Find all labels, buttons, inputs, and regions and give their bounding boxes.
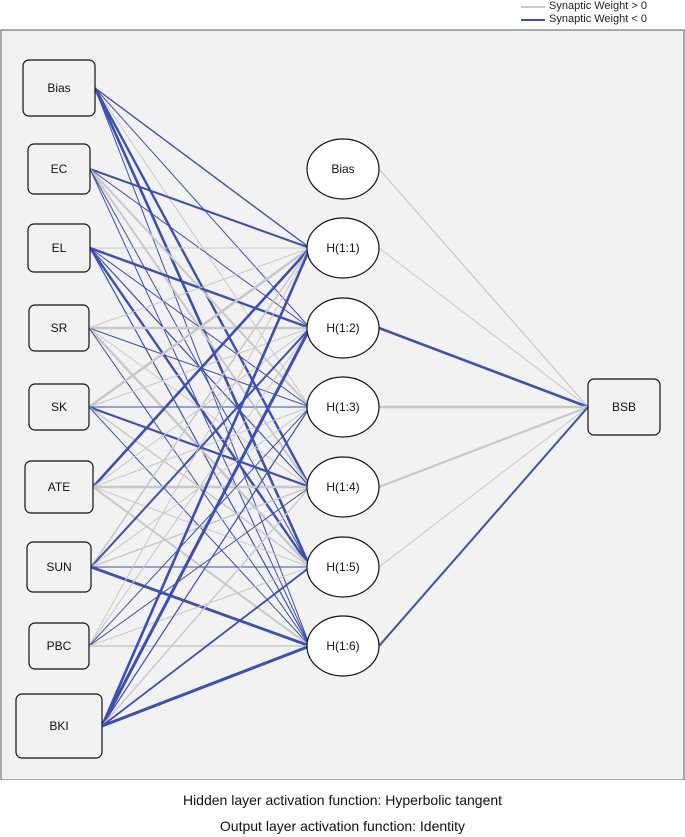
weight-edge-pbc-h-1-2 <box>88 327 311 647</box>
hidden-node-h-1-2-shape <box>306 297 380 359</box>
legend-positive: Synaptic Weight > 0 <box>521 0 681 13</box>
weight-edge-pbc-h-1-4 <box>88 486 311 647</box>
input-node-sk-shape <box>28 383 90 431</box>
hidden-node-h-1-5-shape <box>306 536 380 598</box>
hidden-node-h-1-2: H(1:2) <box>306 297 380 359</box>
weight-edge-h-1-6-bsb <box>378 406 589 647</box>
output-node-bsb-label: BSB <box>612 400 636 414</box>
input-node-sun-label: SUN <box>46 560 71 574</box>
hidden-node-h-1-6-label: H(1:6) <box>326 639 359 653</box>
weight-edge-sun-h-1-3 <box>90 406 311 568</box>
weight-edge-bias-bsb <box>378 168 589 408</box>
weight-edge-pbc-h-1-1 <box>88 247 311 647</box>
weight-edge-sk-h-1-2 <box>88 327 311 408</box>
legend-positive-swatch <box>521 6 545 8</box>
hidden-node-h-1-3-shape <box>306 376 380 438</box>
input-node-bki-label: BKI <box>49 719 68 733</box>
input-node-pbc-shape <box>28 622 90 670</box>
output-node-bsb-shape <box>587 378 661 436</box>
weight-edge-sun-h-1-2 <box>90 327 311 568</box>
input-node-sk-label: SK <box>51 400 67 414</box>
input-node-el-label: EL <box>52 241 67 255</box>
input-node-bias-shape <box>22 59 96 117</box>
input-node-ate: ATE <box>24 460 94 514</box>
hidden-node-h-1-6-shape <box>306 615 380 677</box>
weight-edge-bki-h-1-1 <box>100 247 312 727</box>
weight-edge-ec-h-1-1 <box>89 168 311 249</box>
weight-edge-sun-h-1-1 <box>90 247 311 568</box>
hidden-node-bias: Bias <box>306 138 380 200</box>
input-node-pbc: PBC <box>28 622 90 670</box>
input-node-sr-label: SR <box>51 321 68 335</box>
weight-edge-sr-h-1-1 <box>88 247 311 329</box>
weight-edge-bki-h-1-3 <box>101 406 311 727</box>
weight-edge-h-1-1-bsb <box>378 247 589 408</box>
weight-edge-bki-h-1-6 <box>101 644 311 728</box>
input-node-sun: SUN <box>26 541 92 593</box>
input-node-pbc-label: PBC <box>47 639 72 653</box>
input-node-el-shape <box>27 223 91 273</box>
hidden-node-h-1-1-shape <box>306 217 380 279</box>
legend-positive-label: Synaptic Weight > 0 <box>549 0 647 12</box>
hidden-node-h-1-1: H(1:1) <box>306 217 380 279</box>
input-node-ec-label: EC <box>51 162 68 176</box>
weight-edge-h-1-4-bsb <box>378 405 589 489</box>
edges-layer <box>88 87 589 728</box>
weight-edge-h-1-5-bsb <box>378 406 589 568</box>
input-node-ec-shape <box>27 143 91 195</box>
hidden-node-bias-label: Bias <box>331 162 354 176</box>
output-activation-caption: Output layer activation function: Identi… <box>219 818 466 834</box>
input-node-el: EL <box>27 223 91 273</box>
legend: Synaptic Weight > 0 Synaptic Weight < 0 <box>521 0 681 26</box>
input-node-ate-label: ATE <box>48 480 70 494</box>
input-node-sk: SK <box>28 383 90 431</box>
hidden-node-h-1-2-label: H(1:2) <box>326 321 359 335</box>
weight-edge-bki-h-1-2 <box>100 327 312 727</box>
weight-edge-bias-h-1-1 <box>94 87 311 249</box>
weight-edge-sk-h-1-1 <box>88 246 311 409</box>
hidden-node-h-1-6: H(1:6) <box>306 615 380 677</box>
legend-negative-label: Synaptic Weight < 0 <box>549 13 647 25</box>
input-node-bias: Bias <box>22 59 96 117</box>
input-node-sun-shape <box>26 541 92 593</box>
weight-edge-bki-h-1-4 <box>101 486 311 727</box>
weight-edge-bki-h-1-5 <box>101 566 311 727</box>
output-node-bsb: BSB <box>587 378 661 436</box>
input-node-bias-label: Bias <box>47 81 70 95</box>
weight-edge-pbc-h-1-5 <box>88 566 311 647</box>
legend-negative: Synaptic Weight < 0 <box>521 13 681 26</box>
hidden-node-h-1-4-shape <box>306 456 380 518</box>
hidden-node-h-1-5: H(1:5) <box>306 536 380 598</box>
hidden-node-h-1-4: H(1:4) <box>306 456 380 518</box>
weight-edge-sun-h-1-4 <box>90 486 311 568</box>
hidden-node-h-1-3-label: H(1:3) <box>326 400 359 414</box>
weight-edge-h-1-2-bsb <box>378 326 589 409</box>
hidden-node-bias-shape <box>306 138 380 200</box>
legend-negative-swatch <box>521 19 545 21</box>
hidden-activation-caption: Hidden layer activation function: Hyperb… <box>182 792 503 808</box>
input-node-ate-shape <box>24 460 94 514</box>
weight-edge-pbc-h-1-3 <box>88 406 311 647</box>
hidden-node-h-1-4-label: H(1:4) <box>326 480 359 494</box>
input-node-sr: SR <box>28 304 90 352</box>
input-node-ec: EC <box>27 143 91 195</box>
weight-edge-ate-h-1-1 <box>92 247 311 488</box>
weight-edge-ate-h-1-2 <box>92 327 311 488</box>
hidden-node-h-1-3: H(1:3) <box>306 376 380 438</box>
hidden-node-h-1-1-label: H(1:1) <box>326 241 359 255</box>
input-node-bki: BKI <box>15 693 103 759</box>
network-diagram: BiasECELSRSKATESUNPBCBKIBiasH(1:1)H(1:2)… <box>0 29 685 780</box>
input-node-sr-shape <box>28 304 90 352</box>
nodes-layer: BiasECELSRSKATESUNPBCBKIBiasH(1:1)H(1:2)… <box>15 59 661 759</box>
input-node-bki-shape <box>15 693 103 759</box>
hidden-node-h-1-5-label: H(1:5) <box>326 560 359 574</box>
